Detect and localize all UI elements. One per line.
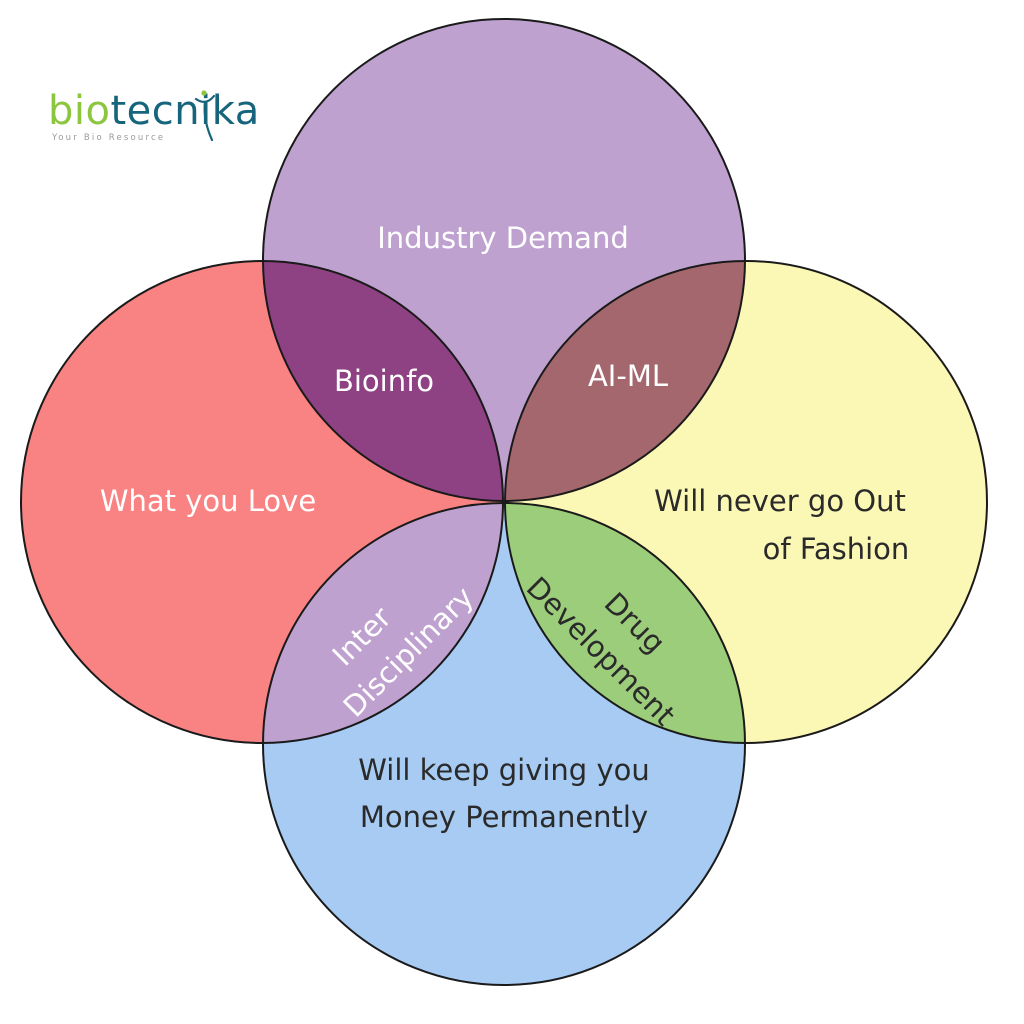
logo-part-ka: ka xyxy=(212,88,260,134)
circle-outlines xyxy=(20,18,988,986)
outline-bottom xyxy=(262,502,746,986)
label-industry-demand: Industry Demand xyxy=(377,221,628,255)
logo-figure-icon xyxy=(194,90,216,142)
label-money-permanently-line1: Will keep giving you xyxy=(358,753,649,787)
label-ai-ml: AI-ML xyxy=(588,359,668,393)
label-money-permanently-line2: Money Permanently xyxy=(360,800,648,834)
biotecnika-logo: biotecnika Your Bio Resource xyxy=(48,88,260,143)
overlap-bioinfo xyxy=(263,261,503,501)
label-never-out-of-fashion-line2: of Fashion xyxy=(763,532,910,566)
label-never-out-of-fashion-line1: Will never go Out xyxy=(654,484,906,518)
outline-top xyxy=(262,18,746,502)
logo-tagline: Your Bio Resource xyxy=(51,133,165,143)
logo-figure-body xyxy=(194,94,216,142)
logo-part-tecni: tecni xyxy=(110,88,211,134)
outline-right xyxy=(504,260,988,744)
overlap-ai-ml xyxy=(505,261,745,501)
logo-part-bio: bio xyxy=(48,88,110,134)
label-what-you-love: What you Love xyxy=(100,484,316,518)
logo-figure-head xyxy=(201,90,207,96)
overlap-interdisciplinary xyxy=(263,503,503,743)
overlap-drug-development xyxy=(505,503,745,743)
label-bioinfo: Bioinfo xyxy=(334,364,434,398)
outline-left xyxy=(20,260,504,744)
logo-wordmark: biotecnika xyxy=(48,88,260,134)
